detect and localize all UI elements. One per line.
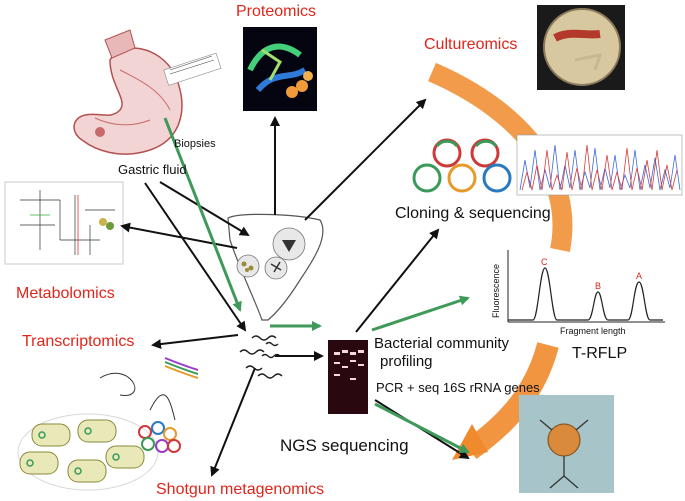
ngs-sequencing-label: NGS sequencing	[280, 436, 409, 455]
green-arrow-to-trflp	[371, 295, 470, 332]
trflp-peak-a: A	[636, 271, 643, 281]
phage-icon	[519, 395, 614, 493]
trflp-peak-b: B	[595, 281, 602, 291]
profiling-label: profiling	[380, 353, 433, 370]
cloning-sequencing-label: Cloning & sequencing	[395, 205, 551, 222]
trflp-trace	[508, 267, 663, 321]
bacteria-culture-icon	[17, 357, 199, 491]
green-arrow-to-ngs	[374, 402, 470, 454]
petri-dish-icon	[537, 5, 625, 90]
sequencing-trace-icon	[516, 134, 683, 196]
protein-structure-icon	[243, 27, 317, 111]
trflp-label: T-RFLP	[572, 345, 628, 362]
bacterial-community-label: Bacterial community	[374, 335, 510, 352]
biopsies-label: Biopsies	[174, 138, 216, 150]
arrow-to-shotgun	[210, 367, 256, 477]
gel-electrophoresis-icon	[328, 340, 368, 414]
dna-fragments-icon	[239, 335, 283, 379]
green-arrow-biopsies	[163, 117, 242, 312]
trflp-ylabel: Fluorescence	[491, 263, 501, 318]
trflp-chart	[507, 250, 665, 323]
arrow-to-transcriptomics	[151, 334, 239, 350]
cultureomics-label: Cultureomics	[424, 36, 518, 53]
stomach-icon	[73, 29, 222, 155]
arrow-fluid-to-dna	[144, 182, 247, 332]
metabolomics-label: Metabolomics	[16, 285, 115, 302]
trflp-peak-c: C	[541, 257, 548, 267]
trflp-xlabel: Fragment length	[560, 326, 626, 336]
plasmid-clones-icon	[412, 138, 512, 193]
arrow-to-metabolomics	[120, 222, 238, 249]
shotgun-metagenomics-label: Shotgun metagenomics	[156, 481, 325, 498]
pcr-label: PCR + seq 16S rRNA genes	[376, 380, 540, 395]
proteomics-label: Proteomics	[236, 3, 317, 20]
arrow-to-cloning	[355, 228, 440, 333]
gastric-fluid-label: Gastric fluid	[118, 162, 187, 177]
green-arrows	[163, 117, 470, 454]
transcriptomics-label: Transcriptomics	[22, 333, 135, 350]
metabolic-network-icon	[4, 181, 124, 265]
arrow-fluid-to-tube	[159, 181, 250, 237]
arrow-to-cultureomics	[304, 98, 427, 221]
sample-tube-icon	[227, 213, 324, 321]
